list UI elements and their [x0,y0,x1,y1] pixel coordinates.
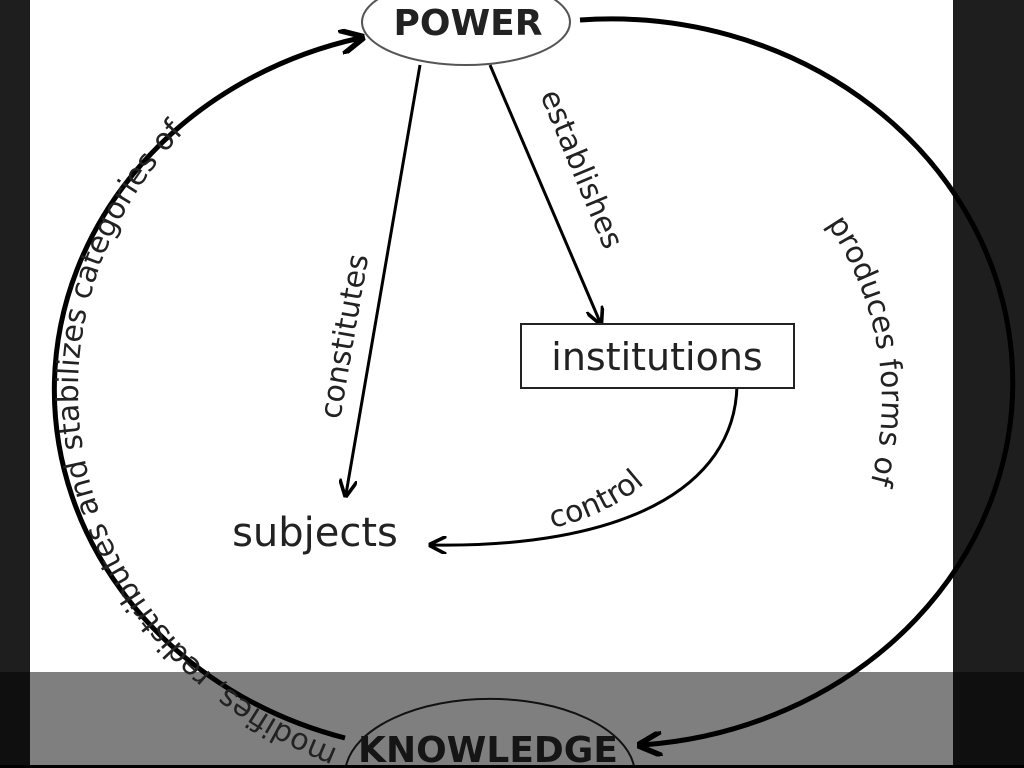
diagram-canvas [30,0,953,768]
label-constitutes: constitutes [313,252,376,422]
institutions-node-shape [520,323,795,389]
label-control: control [545,463,650,536]
viewer-bottom-overlay [0,672,1024,765]
viewer-bottom-edge [0,765,1024,768]
label-establishes: establishes [533,85,630,254]
institutions-node: institutions [551,335,762,379]
arrow-institutions-to-subjects [432,384,739,545]
label-power-to-knowledge: produces forms of [820,209,909,491]
knowledge-node: KNOWLEDGE [358,730,618,768]
arrow-power-to-institutions [488,64,600,322]
label-knowledge-to-power: modifies, redistributes and stabilizes c… [51,112,341,768]
arrow-knowledge-to-power [51,38,360,741]
subjects-node: subjects [232,510,398,556]
power-node: POWER [393,3,542,44]
arrow-power-to-subjects [346,64,422,494]
power-node-shape [361,0,571,66]
